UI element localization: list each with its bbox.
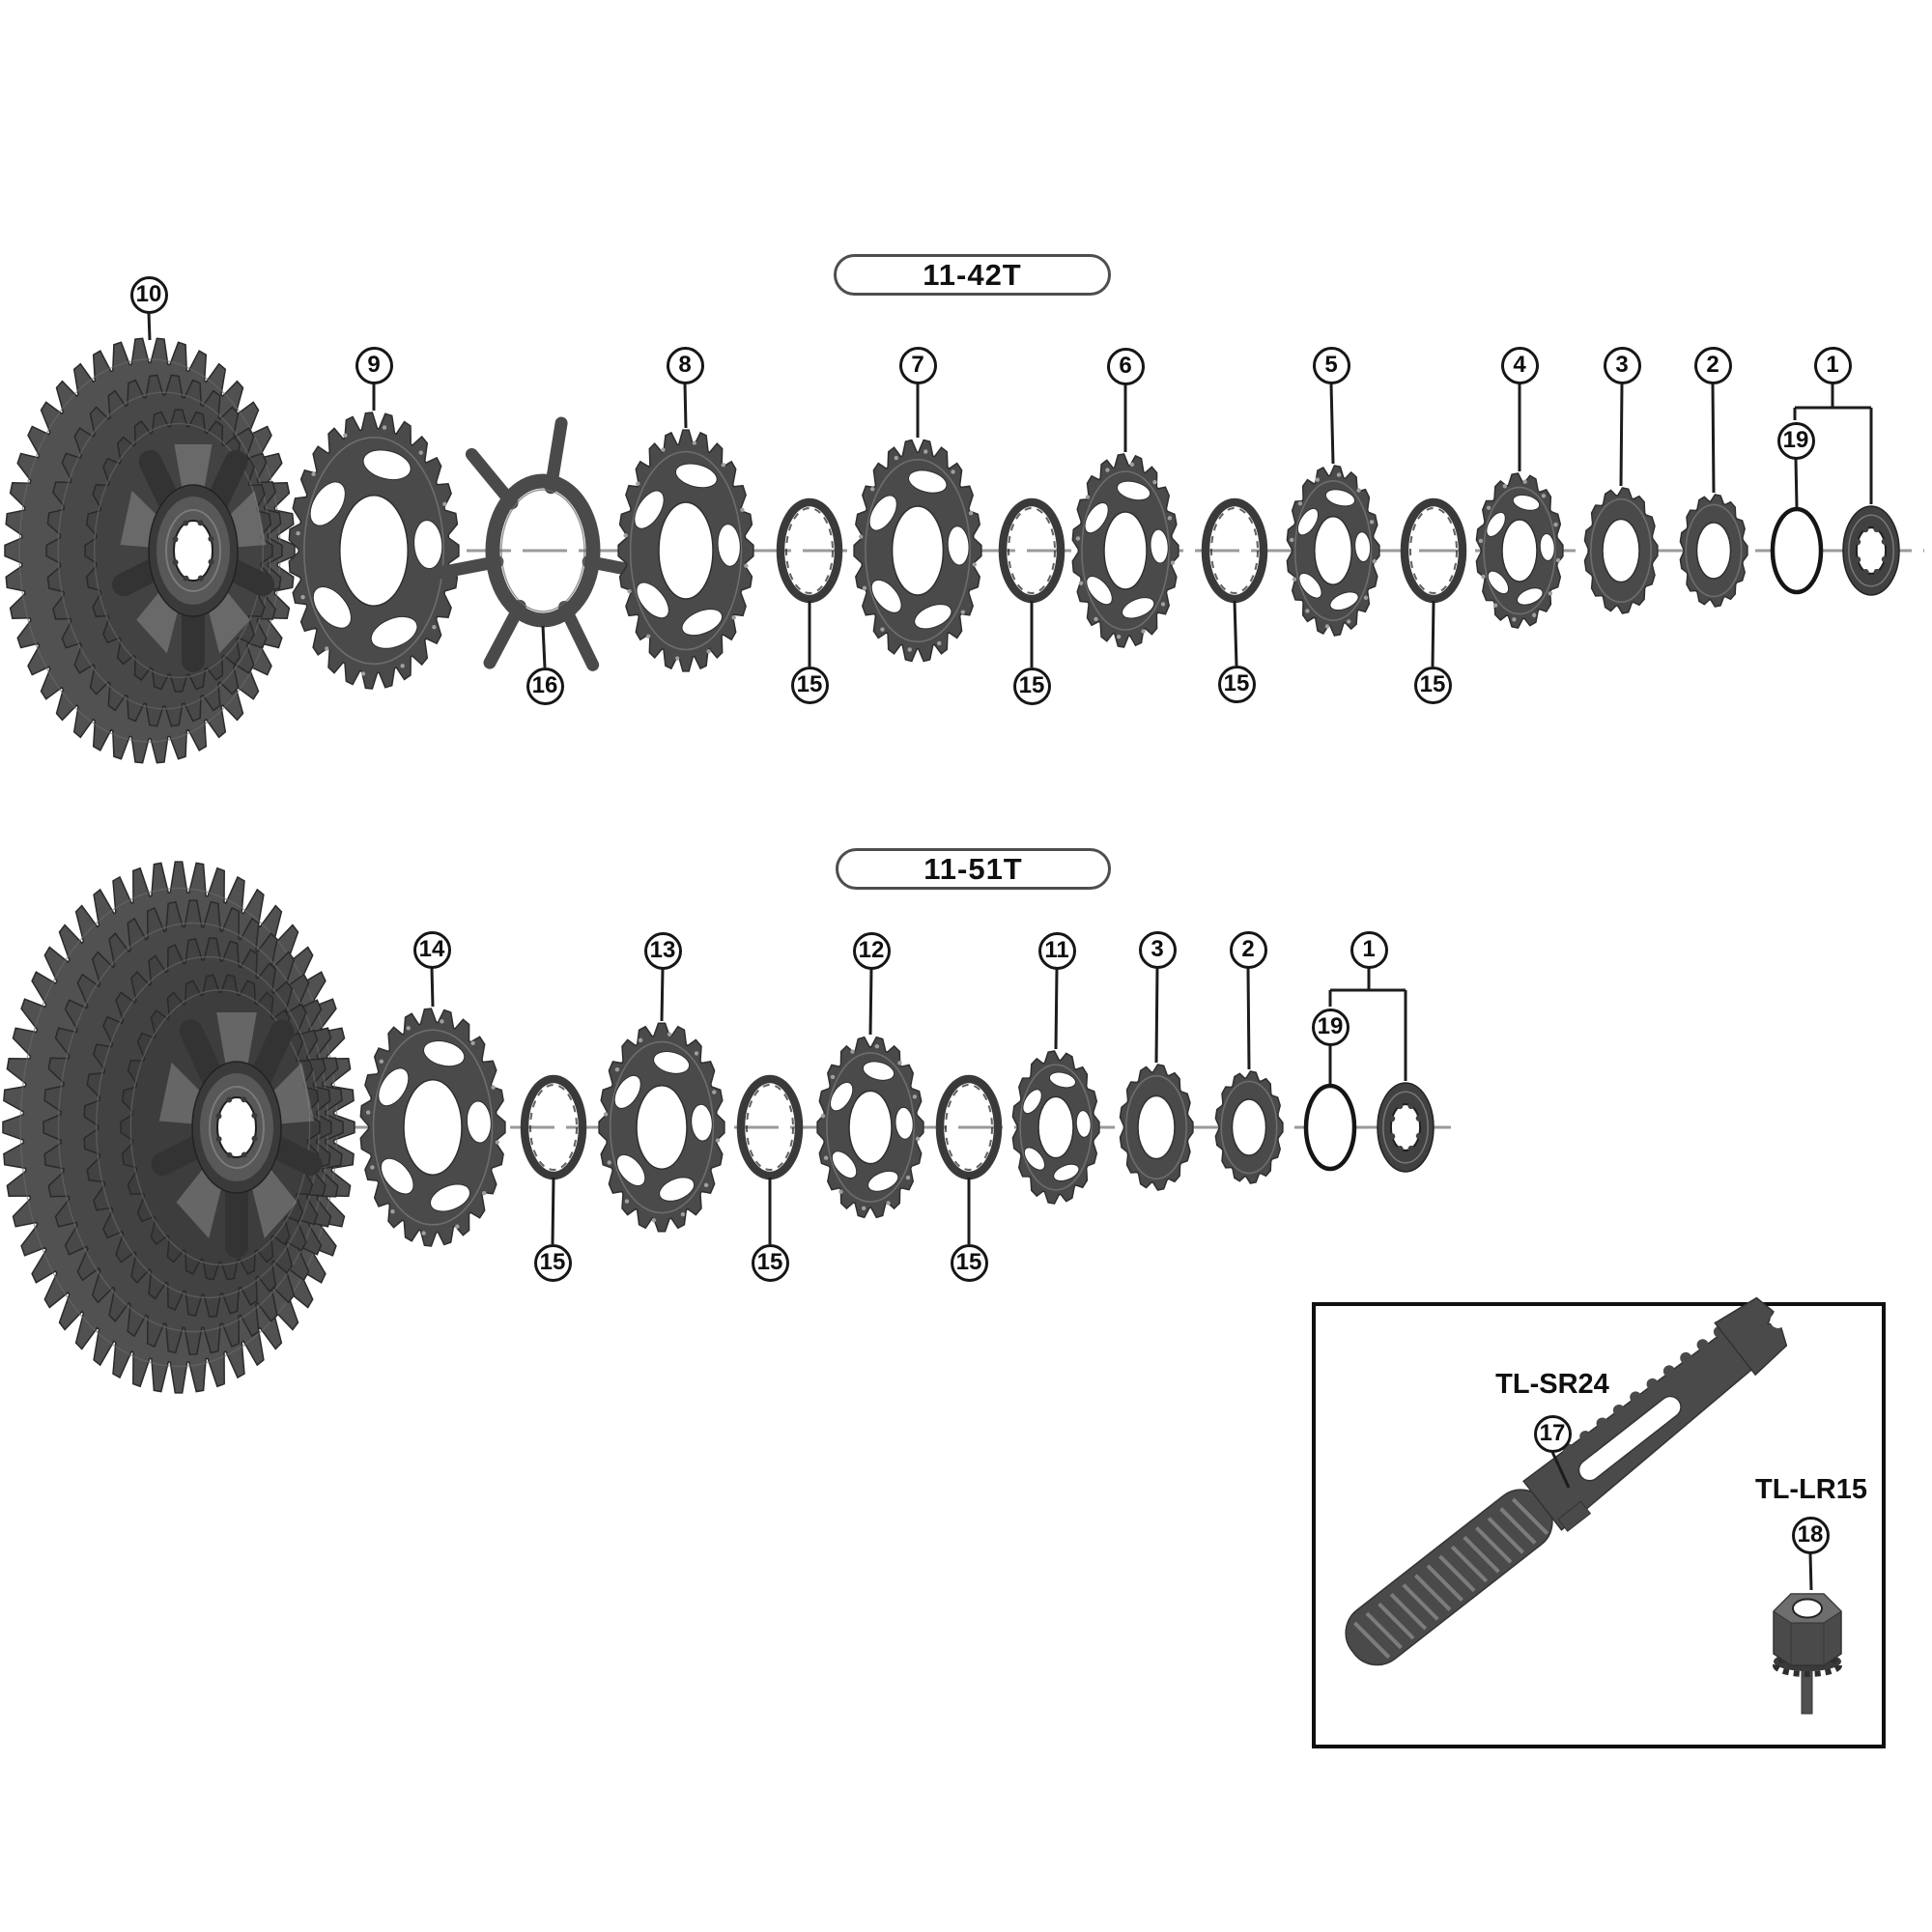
callout-15: 15 [1217, 665, 1256, 703]
sprocket [1071, 453, 1179, 648]
sprocket [359, 1008, 506, 1247]
callout-8: 8 [666, 346, 704, 384]
callout-4: 4 [1500, 346, 1539, 384]
callout-3: 3 [1603, 346, 1641, 384]
spacer-washer [935, 1074, 1003, 1180]
sprocket [1583, 487, 1659, 614]
sprocket [1011, 1050, 1100, 1205]
callout-15: 15 [1012, 667, 1051, 705]
callout-18: 18 [1791, 1516, 1830, 1554]
sprocket [1475, 472, 1564, 629]
callout-19: 19 [1776, 421, 1815, 460]
sprocket [617, 429, 754, 672]
lockring [1842, 505, 1900, 596]
lockring [1377, 1082, 1435, 1173]
spacer-washer [736, 1074, 804, 1180]
callout-2: 2 [1693, 346, 1732, 384]
sprocket [853, 439, 982, 663]
callout-15: 15 [950, 1243, 988, 1282]
spacer-washer [998, 497, 1065, 604]
callout-1: 1 [1813, 346, 1852, 384]
sprocket [1214, 1070, 1284, 1184]
range-label-11-42t: 11-42T [834, 254, 1111, 296]
callout-16: 16 [526, 667, 564, 705]
callout-19: 19 [1311, 1008, 1350, 1046]
callout-5: 5 [1312, 346, 1350, 384]
tool-name-tl-sr24: TL-SR24 [1495, 1369, 1609, 1400]
callout-15: 15 [1413, 666, 1452, 704]
range-label-11-51t: 11-51T [836, 848, 1111, 890]
spacer-washer [520, 1074, 587, 1180]
cassette-11-51t [2, 861, 1462, 1394]
spacer-ring [1770, 506, 1824, 595]
sprocket [816, 1036, 924, 1219]
sprocket [1286, 465, 1380, 637]
callout-9: 9 [355, 346, 393, 384]
cassette-sprocket-cluster [2, 861, 355, 1394]
callout-15: 15 [790, 666, 829, 704]
callout-13: 13 [643, 931, 682, 970]
cassette-sprocket-cluster [4, 337, 296, 764]
spacer-washer [1201, 497, 1268, 604]
sprocket [288, 412, 460, 690]
callout-17: 17 [1533, 1414, 1572, 1453]
toolbox-frame [1312, 1302, 1886, 1748]
callout-12: 12 [852, 931, 891, 970]
callout-11: 11 [1037, 931, 1076, 970]
range-label-11-42t-text: 11-42T [923, 257, 1022, 292]
spacer-ring [1303, 1083, 1357, 1172]
callout-15: 15 [751, 1243, 789, 1282]
tool-name-tl-lr15: TL-LR15 [1755, 1474, 1867, 1505]
cassette-11-42t [4, 312, 1924, 764]
callout-2: 2 [1229, 930, 1267, 969]
tool-lockring-remover-tl-lr15 [1773, 1593, 1842, 1715]
sprocket [1679, 494, 1748, 608]
tool-chain-whip-tl-sr24 [1345, 1296, 1788, 1666]
sprocket [1119, 1064, 1194, 1191]
callout-14: 14 [412, 930, 451, 969]
sprocket [598, 1022, 725, 1233]
callout-7: 7 [898, 346, 937, 384]
toolbox [1312, 1296, 1886, 1748]
callout-6: 6 [1106, 347, 1145, 385]
spacer-washer [1400, 497, 1467, 604]
range-label-11-51t-text: 11-51T [923, 851, 1023, 886]
callout-10: 10 [129, 275, 168, 314]
spacer-washer [776, 497, 843, 604]
callout-3: 3 [1138, 930, 1177, 969]
callout-15: 15 [533, 1243, 572, 1282]
callout-1: 1 [1350, 930, 1388, 969]
